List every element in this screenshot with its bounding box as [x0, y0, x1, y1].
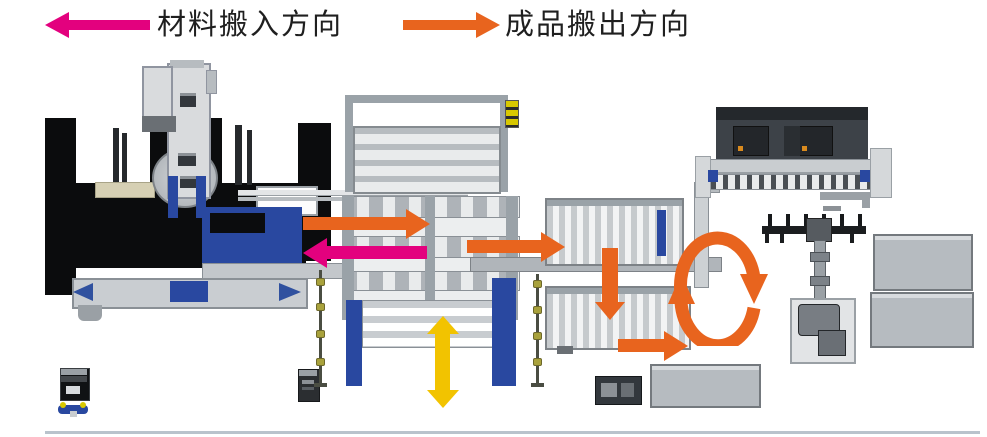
tower-side-box: [142, 66, 173, 120]
ground-line: [45, 431, 980, 434]
tower-vent: [180, 93, 196, 107]
finished-goods-table: [650, 364, 761, 408]
sorting-transfer-down-arrow: [594, 248, 625, 320]
control-cabinet: [595, 376, 642, 405]
press-brake: [695, 105, 895, 217]
sorting-to-turnover-arrow: [618, 330, 688, 361]
legend-product-out-label: 成品搬出方向: [505, 9, 692, 41]
turnover-rotation-arrow: [668, 231, 768, 346]
operator-console: [60, 368, 90, 401]
valve-unit: [58, 402, 88, 417]
pole-console: [298, 369, 320, 402]
robot-motor: [818, 330, 846, 356]
tower-vent: [178, 153, 196, 166]
robot-arm: [814, 240, 826, 304]
tower-lift-arrow: [426, 316, 459, 408]
tower-upper-rack: [353, 126, 501, 194]
tower-to-sorting-arrow: [467, 231, 565, 262]
bending-robot: [755, 212, 873, 364]
fence-pole: [531, 274, 544, 387]
legend-material-in-label: 材料搬入方向: [157, 9, 344, 41]
fence-pole: [314, 270, 327, 387]
right-arrow-icon: [403, 11, 500, 39]
material-to-laser-arrow: [303, 237, 427, 268]
left-arrow-icon: [45, 11, 150, 39]
tower-blue-pillar: [346, 300, 362, 386]
pallet-table: [870, 292, 974, 348]
machine-beige-panel: [95, 182, 155, 198]
tower-blue-pillar: [492, 278, 516, 386]
tower-vent: [180, 176, 196, 188]
feed-into-tower-arrow: [303, 208, 430, 239]
stack-light: [505, 100, 519, 128]
legend: 材料搬入方向 成品搬出方向: [0, 0, 987, 42]
pallet-table: [873, 234, 973, 291]
press-brake-bed: [710, 174, 876, 190]
